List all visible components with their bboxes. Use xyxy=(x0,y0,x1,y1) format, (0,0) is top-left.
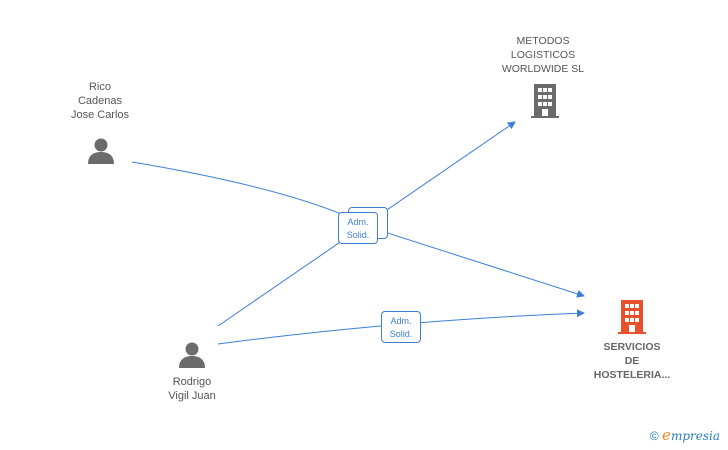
building-icon[interactable] xyxy=(529,84,561,118)
brand-logo-e: e xyxy=(662,426,671,444)
person-icon[interactable] xyxy=(177,340,207,370)
copyright-symbol: © xyxy=(649,429,659,443)
badge-line1: Adm. xyxy=(347,217,369,227)
company-label-metodos: METODOS LOGISTICOS WORLDWIDE SL xyxy=(501,35,585,75)
badge-line2: Solid. xyxy=(346,230,370,240)
person-label-rico: Rico Cadenas Jose Carlos xyxy=(70,81,130,121)
brand-logo-text: mpresia xyxy=(670,429,720,443)
relation-badge-top[interactable]: Adm. Solid. xyxy=(338,212,378,244)
footer-brand: © empresia xyxy=(650,426,720,444)
relation-badge-bottom[interactable]: Adm. Solid. xyxy=(381,311,421,343)
company-label-servicios: SERVICIOS DE HOSTELERIA... xyxy=(593,341,671,381)
building-icon[interactable] xyxy=(616,300,648,334)
badge-line2: Solid. xyxy=(389,329,413,339)
badge-line1: Adm. xyxy=(390,316,412,326)
person-icon[interactable] xyxy=(86,136,116,166)
person-label-rodrigo: Rodrigo Vigil Juan xyxy=(168,376,216,402)
